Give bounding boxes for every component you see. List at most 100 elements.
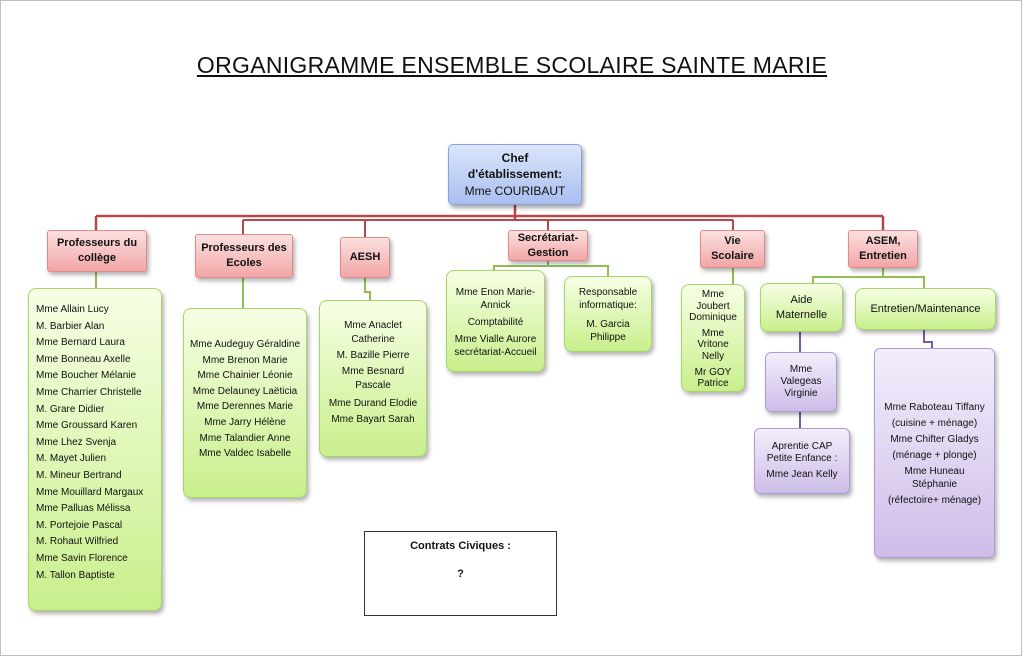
list-item: Mme Talandier Anne	[199, 432, 291, 444]
chef-name: Mme COURIBAUT	[464, 183, 566, 198]
category-professeurs-ecoles: Professeurs des Ecoles	[195, 234, 293, 278]
list-item: Mme Enon Marie-	[455, 287, 536, 298]
list-item: Mme Palluas Mélissa	[36, 503, 131, 515]
list-item: Valegeas	[780, 376, 822, 387]
contrats-civiques-heading: Contrats Civiques :	[410, 540, 511, 552]
page-title: ORGANIGRAMME ENSEMBLE SCOLAIRE SAINTE MA…	[196, 52, 828, 78]
category-label: collège	[78, 252, 116, 264]
list-item: Aprentie CAP	[771, 441, 833, 452]
aesh-staff-list: Mme Anaclet Catherine M. Bazille Pierre …	[319, 300, 427, 457]
list-item: Mme Allain Lucy	[36, 304, 109, 315]
list-item: M. Mineur Bertrand	[36, 469, 122, 481]
list-item: M. Garcia	[586, 319, 630, 330]
list-item: Mme Jean Kelly	[766, 469, 838, 480]
ecoles-staff-list: Mme Audeguy Géraldine Mme Brenon Marie M…	[183, 308, 307, 498]
list-item: Mme Charrier Christelle	[36, 386, 142, 398]
list-item: M. Grare Didier	[36, 403, 105, 415]
list-item: Mme Durand Elodie	[328, 398, 418, 409]
apprentie-box: Aprentie CAP Petite Enfance : Mme Jean K…	[754, 428, 850, 494]
list-item: Vritone	[697, 339, 729, 351]
list-item: Nelly	[701, 350, 725, 362]
list-item: (réfectoire+ ménage)	[887, 495, 982, 506]
list-item: Mme Vialle Aurore	[454, 334, 537, 345]
list-item: Comptabilité	[467, 317, 524, 328]
list-item: secrétariat-Accueil	[454, 347, 537, 358]
category-label: AESH	[349, 251, 381, 264]
category-label: Scolaire	[711, 250, 754, 262]
college-staff-list: Mme Allain Lucy M. Barbier Alan Mme Bern…	[28, 288, 162, 611]
category-label: Vie	[724, 235, 741, 248]
informatique-box: Responsable informatique: M. Garcia Phil…	[564, 276, 652, 352]
list-item: Mme Groussard Karen	[36, 420, 138, 432]
list-item: Mme Huneau	[904, 466, 965, 477]
entretien-label: Entretien/Maintenance	[870, 302, 981, 315]
category-vie-scolaire: Vie Scolaire	[700, 230, 765, 268]
list-item: Mme Anaclet	[344, 320, 402, 331]
list-item: Mme	[701, 289, 725, 300]
list-item: (cuisine + ménage)	[891, 418, 978, 429]
category-asem-entretien: ASEM, Entretien	[848, 230, 918, 268]
list-item: M. Mayet Julien	[36, 453, 107, 465]
category-label: Professeurs du	[56, 237, 138, 250]
list-item: Joubert	[696, 300, 730, 312]
list-item: Responsable	[578, 287, 638, 298]
chef-box: Chef d'établissement: Mme COURIBAUT	[448, 144, 582, 205]
list-item: Mme Audeguy Géraldine	[189, 339, 301, 350]
list-item: Mme	[701, 327, 725, 339]
list-item: Mme Valdec Isabelle	[198, 448, 292, 460]
list-item: Mme Mouillard Margaux	[36, 486, 144, 498]
chef-label-2: d'établissement:	[467, 167, 563, 182]
category-label: Ecoles	[226, 257, 262, 269]
list-item: Mr GOY	[694, 366, 732, 378]
list-item: Mme Boucher Mélanie	[36, 370, 137, 382]
list-item: Mme Delauney Laëticia	[192, 385, 298, 397]
list-item: Patrice	[697, 378, 729, 390]
category-aesh: AESH	[340, 237, 390, 278]
list-item: M. Bazille Pierre	[336, 350, 410, 361]
list-item: Mme Besnard	[341, 366, 405, 377]
list-item: Mme Brenon Marie	[202, 354, 288, 366]
list-item: M. Tallon Baptiste	[36, 569, 115, 581]
contrats-civiques-box: Contrats Civiques : ?	[364, 531, 557, 616]
category-secretariat: Secrétariat- Gestion	[508, 230, 588, 261]
entretien-maintenance-box: Entretien/Maintenance	[855, 288, 996, 330]
list-item: M. Rohaut Wilfried	[36, 536, 119, 548]
list-item: informatique:	[579, 300, 637, 311]
category-label: Gestion	[527, 246, 569, 259]
list-item: Annick	[480, 300, 511, 311]
list-item: (ménage + plonge)	[892, 450, 977, 461]
list-item: Mme Chainier Léonie	[197, 370, 293, 382]
aide-maternelle-box: Aide Maternelle	[760, 283, 843, 332]
list-item: Mme Bonneau Axelle	[36, 353, 131, 365]
contrats-civiques-value: ?	[457, 568, 464, 580]
category-professeurs-college: Professeurs du collège	[47, 230, 147, 272]
list-item: Virginie	[784, 388, 818, 399]
category-label: Secrétariat-	[517, 231, 579, 244]
list-item: Mme Savin Florence	[36, 552, 128, 564]
valegeas-box: Mme Valegeas Virginie	[765, 352, 837, 412]
list-item: Mme Bayart Sarah	[331, 414, 415, 425]
list-item: Mme Derennes Marie	[196, 401, 294, 413]
entretien-staff-list: Mme Raboteau Tiffany (cuisine + ménage) …	[874, 348, 995, 558]
secretariat-staff-list: Mme Enon Marie- Annick Comptabilité Mme …	[446, 270, 545, 372]
chef-label-1: Chef	[501, 151, 529, 166]
list-item: Mme Bernard Laura	[36, 337, 125, 349]
list-item: Mme Raboteau Tiffany	[884, 402, 985, 413]
vie-scolaire-staff-list: Mme Joubert Dominique Mme Vritone Nelly …	[681, 284, 745, 392]
list-item: Stéphanie	[911, 479, 958, 490]
list-item: Mme Chifter Gladys	[890, 434, 979, 445]
list-item: Mme Jarry Hélène	[204, 416, 286, 428]
list-item: Philippe	[590, 332, 626, 343]
aide-label: Aide	[790, 293, 813, 306]
aide-label: Maternelle	[775, 308, 828, 321]
list-item: M. Portejoie Pascal	[36, 519, 123, 531]
list-item: Mme	[789, 364, 813, 375]
category-label: Entretien	[859, 250, 907, 262]
list-item: Pascale	[355, 380, 391, 391]
list-item: Petite Enfance :	[766, 453, 838, 464]
list-item: M. Barbier Alan	[36, 320, 105, 332]
category-label: Professeurs des	[201, 242, 287, 255]
list-item: Mme Lhez Svenja	[36, 436, 117, 448]
list-item: Dominique	[689, 312, 737, 324]
